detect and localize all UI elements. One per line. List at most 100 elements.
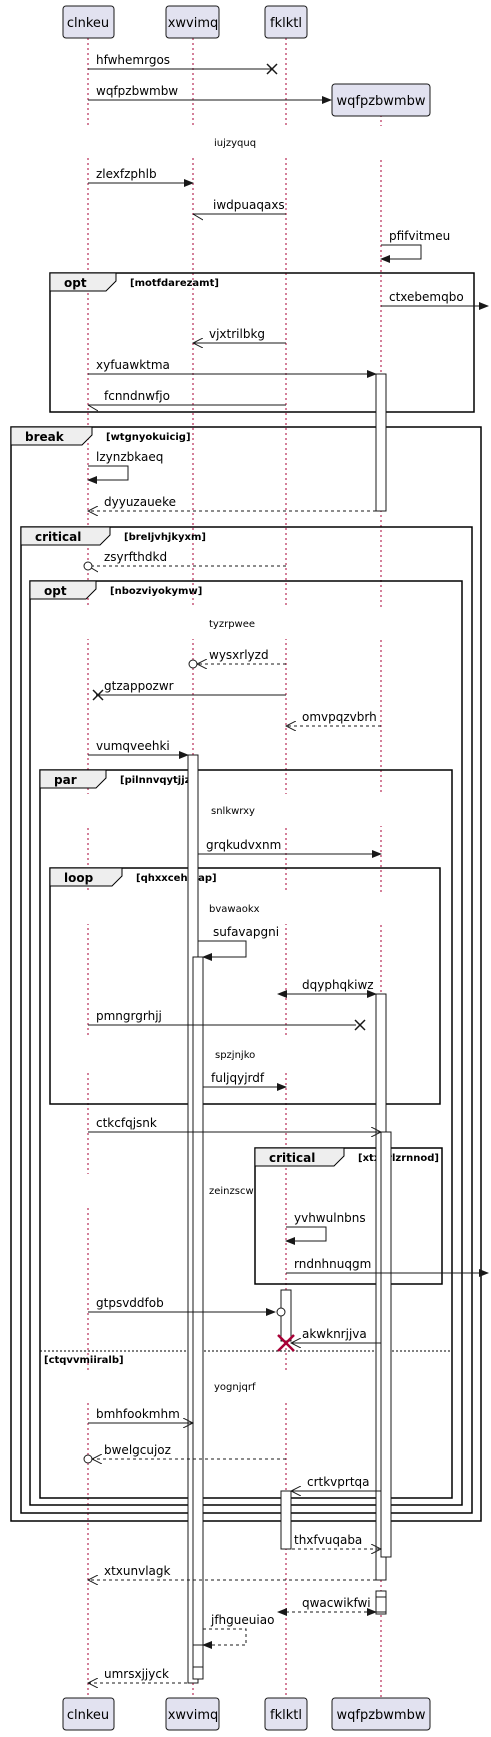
message: thxfvuqaba	[286, 1533, 381, 1549]
fragment-opt-2: opt [nbozviyokymw]	[29, 580, 463, 1506]
activation-bar	[380, 1131, 392, 1558]
message: rndnhnuqgm	[286, 1257, 489, 1277]
message-label: yvhwulnbns	[294, 1211, 366, 1225]
message: jfhgueuiao	[202, 1613, 274, 1649]
participant-clnkeu[interactable]: clnkeu	[62, 1697, 115, 1731]
participant-clnkeu[interactable]: clnkeu	[62, 5, 115, 39]
participant-wqfpzbwmbw[interactable]: wqfpzbwmbw	[331, 1697, 431, 1731]
divider-label: iujzyquq	[214, 138, 256, 149]
divider: zeinzscw	[60, 1174, 254, 1206]
message-label: bwelgcujoz	[104, 1443, 171, 1457]
message: dyyuzaueke	[88, 495, 376, 511]
message: dqyphqkiwz	[277, 978, 377, 998]
activation-bar	[280, 1490, 292, 1550]
message-label: vumqveehki	[96, 739, 170, 753]
fragment-guard: [pilnnvqytjjz]	[120, 775, 195, 786]
message-label: dqyphqkiwz	[302, 978, 374, 992]
participant-label: wqfpzbwmbw	[337, 94, 426, 109]
divider-label: spzjnjko	[215, 1050, 255, 1061]
message-label: omvpqzvbrh	[302, 710, 377, 724]
divider-label: bvawaokx	[209, 904, 260, 915]
fragment-kind: opt	[64, 276, 87, 290]
message-label: xyfuawktma	[96, 358, 170, 372]
fragment-guard: [qhxxcehnjap]	[136, 873, 217, 884]
message-label: crtkvprtqa	[307, 1475, 370, 1489]
fragment-par: par [pilnnvqytjjz] [ctqvvmiiralb]	[39, 769, 453, 1499]
divider: tyzrpwee	[60, 607, 452, 639]
participant-xwvimq[interactable]: xwvimq	[165, 1697, 220, 1731]
message: sufavapgni	[198, 925, 279, 961]
message-label: dyyuzaueke	[104, 495, 176, 509]
activation-bar	[192, 956, 204, 1680]
messages: hfwhemrgos wqfpzbwmbw zlexfzphlb iwdpuaq…	[83, 53, 489, 1683]
message-label: ctxebemqbo	[389, 290, 464, 304]
message: pmngrgrhjj	[88, 1009, 366, 1031]
message: crtkvprtqa	[291, 1475, 381, 1491]
message-label: pfifvitmeu	[389, 229, 450, 243]
message-label: lzynzbkaeq	[96, 450, 163, 464]
message: lzynzbkaeq	[87, 450, 163, 484]
message-label: wysxrlyzd	[209, 648, 269, 662]
divider-label: zeinzscw	[209, 1186, 254, 1197]
message-label: ctkcfqjsnk	[96, 1116, 157, 1130]
message-label: zlexfzphlb	[96, 167, 157, 181]
message-label: gtpsvddfob	[96, 1296, 164, 1310]
fragment-kind: par	[54, 773, 77, 787]
fragment-opt-1: opt [motfdarezamt]	[49, 272, 475, 413]
lost-found-circle-icon	[83, 1454, 93, 1464]
activation-bar	[375, 373, 387, 512]
message: ctxebemqbo	[381, 290, 489, 310]
divider-label: yognjqrf	[214, 1382, 256, 1393]
participant-label: wqfpzbwmbw	[337, 1708, 426, 1723]
message: gtzappozwr	[92, 679, 286, 701]
message: fcnndnwfjo	[88, 389, 286, 405]
participant-xwvimq[interactable]: xwvimq	[165, 5, 220, 39]
fragment-guard: [wtgnyokuicig]	[106, 432, 191, 443]
message: wqfpzbwmbw	[88, 84, 332, 104]
participant-fklktl[interactable]: fklktl	[264, 5, 308, 39]
participant-label: xwvimq	[168, 16, 219, 31]
message: bmhfookmhm	[88, 1407, 193, 1423]
divider-label: snlkwrxy	[211, 806, 255, 817]
divider: bvawaokx	[60, 892, 430, 924]
message: iwdpuaqaxs	[193, 198, 286, 214]
message-label: bmhfookmhm	[96, 1407, 180, 1421]
fragment-kind: critical	[269, 1151, 315, 1165]
fragment-loop: loop [qhxxcehnjap]	[49, 867, 441, 1105]
message-label: fcnndnwfjo	[104, 389, 170, 403]
divider: snlkwrxy	[60, 794, 440, 826]
fragment-critical-2: critical [xtxerlzrnnod]	[254, 1147, 443, 1285]
message-label: qwacwikfwi	[302, 1596, 371, 1610]
message-label: fuljqyjrdf	[211, 1071, 265, 1085]
message-label: xtxunvlagk	[104, 1564, 171, 1578]
message-label: pmngrgrhjj	[96, 1009, 162, 1023]
fragment-break: break [wtgnyokuicig]	[10, 426, 482, 1522]
participant-wqfpzbwmbw[interactable]: wqfpzbwmbw	[331, 83, 431, 117]
activation-bar	[375, 1596, 387, 1613]
message: grqkudvxnm	[198, 838, 382, 858]
fragment-guard: [breljvhjkyxm]	[124, 532, 206, 543]
dividers: iujzyquq tyzrpwee snlkwrxy bvawaokx spzj…	[60, 126, 452, 1402]
lost-found-circle-icon	[188, 659, 198, 669]
message: vjxtrilbkg	[193, 327, 286, 343]
message-label: rndnhnuqgm	[294, 1257, 371, 1271]
divider: iujzyquq	[60, 126, 440, 158]
participant-fklktl[interactable]: fklktl	[264, 1697, 308, 1731]
participant-label: fklktl	[270, 16, 302, 31]
message: akwknrjjva	[277, 1327, 381, 1352]
message: ctkcfqjsnk	[88, 1116, 381, 1132]
participant-label: clnkeu	[67, 16, 109, 31]
message-label: thxfvuqaba	[294, 1533, 362, 1547]
participants-bottom: clnkeu xwvimq fklktl wqfpzbwmbw	[62, 1697, 431, 1731]
message: qwacwikfwi	[277, 1596, 377, 1616]
message-label: akwknrjjva	[302, 1327, 367, 1341]
fragment-guard: [xtxerlzrnnod]	[358, 1153, 439, 1164]
fragment-critical-1: critical [breljvhjkyxm]	[20, 526, 473, 1514]
message-label: vjxtrilbkg	[209, 327, 265, 341]
fragment-kind: critical	[35, 530, 81, 544]
message: xtxunvlagk	[88, 1564, 376, 1580]
activation-bar	[192, 1644, 204, 1668]
message-label: zsyrfthdkd	[104, 550, 167, 564]
message-label: iwdpuaqaxs	[213, 198, 285, 212]
fragment-guard: [nbozviyokymw]	[110, 586, 202, 597]
